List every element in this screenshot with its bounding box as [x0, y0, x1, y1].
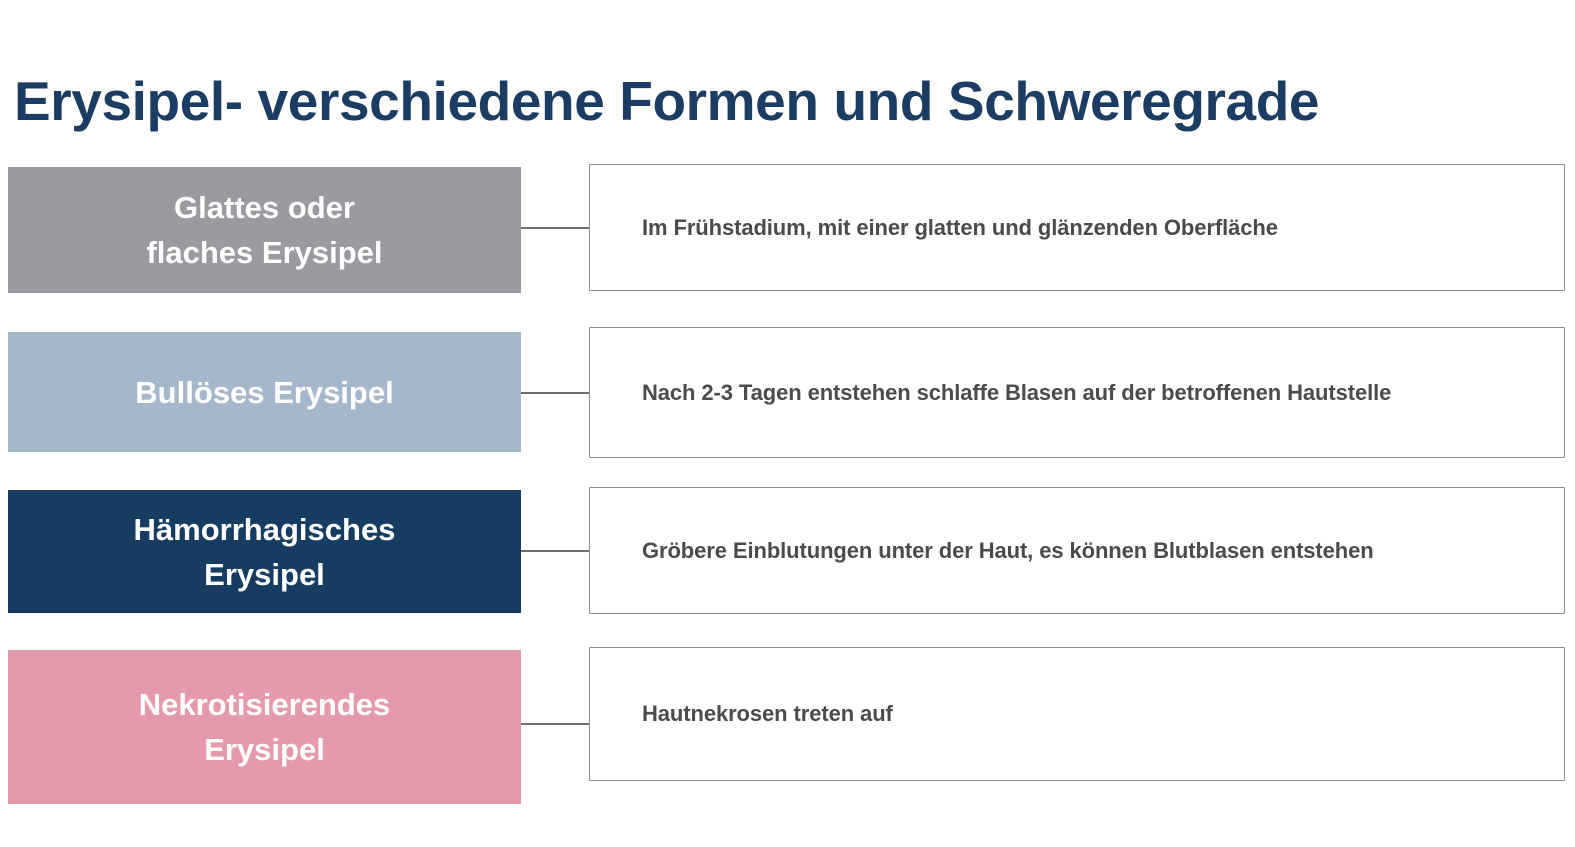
- category-label-line1: Glattes oder: [174, 190, 355, 225]
- description-text: Im Frühstadium, mit einer glatten und gl…: [642, 214, 1278, 240]
- description-text: Gröbere Einblutungen unter der Haut, es …: [642, 537, 1374, 563]
- description-text: Nach 2-3 Tagen entstehen schlaffe Blasen…: [642, 379, 1392, 405]
- category-label-line2: Erysipel: [204, 732, 325, 767]
- category-box-bulloeses-erysipel: Bullöses Erysipel: [8, 332, 521, 452]
- description-text: Hautnekrosen treten auf: [642, 701, 893, 726]
- description-box-glattes-oder-flaches-erysipel: Im Frühstadium, mit einer glatten und gl…: [589, 164, 1565, 291]
- category-label: Hämorrhagisches Erysipel: [134, 507, 396, 597]
- connector-line: [521, 227, 590, 229]
- category-label-line1: Bullöses Erysipel: [135, 374, 394, 410]
- description-box-haemorrhagisches-erysipel: Gröbere Einblutungen unter der Haut, es …: [589, 487, 1565, 614]
- connector-line: [521, 723, 590, 725]
- connector-line: [521, 392, 590, 394]
- description-box-bulloeses-erysipel: Nach 2-3 Tagen entstehen schlaffe Blasen…: [589, 327, 1565, 458]
- category-label: Nekrotisierendes Erysipel: [139, 682, 391, 772]
- category-label-line2: flaches Erysipel: [146, 235, 383, 270]
- category-box-glattes-oder-flaches-erysipel: Glattes oder flaches Erysipel: [8, 167, 521, 293]
- category-label-line1: Hämorrhagisches: [133, 511, 396, 547]
- page-title: Erysipel- verschiedene Formen und Schwer…: [14, 69, 1320, 132]
- connector-line: [521, 550, 590, 552]
- category-label: Bullöses Erysipel: [135, 370, 393, 415]
- description-box-nekrotisierendes-erysipel: Hautnekrosen treten auf: [589, 647, 1565, 781]
- category-label: Glattes oder flaches Erysipel: [146, 185, 382, 275]
- category-box-haemorrhagisches-erysipel: Hämorrhagisches Erysipel: [8, 490, 521, 613]
- category-label-line1: Nekrotisierendes: [138, 687, 391, 722]
- category-label-line2: Erysipel: [204, 556, 325, 592]
- category-box-nekrotisierendes-erysipel: Nekrotisierendes Erysipel: [8, 650, 521, 804]
